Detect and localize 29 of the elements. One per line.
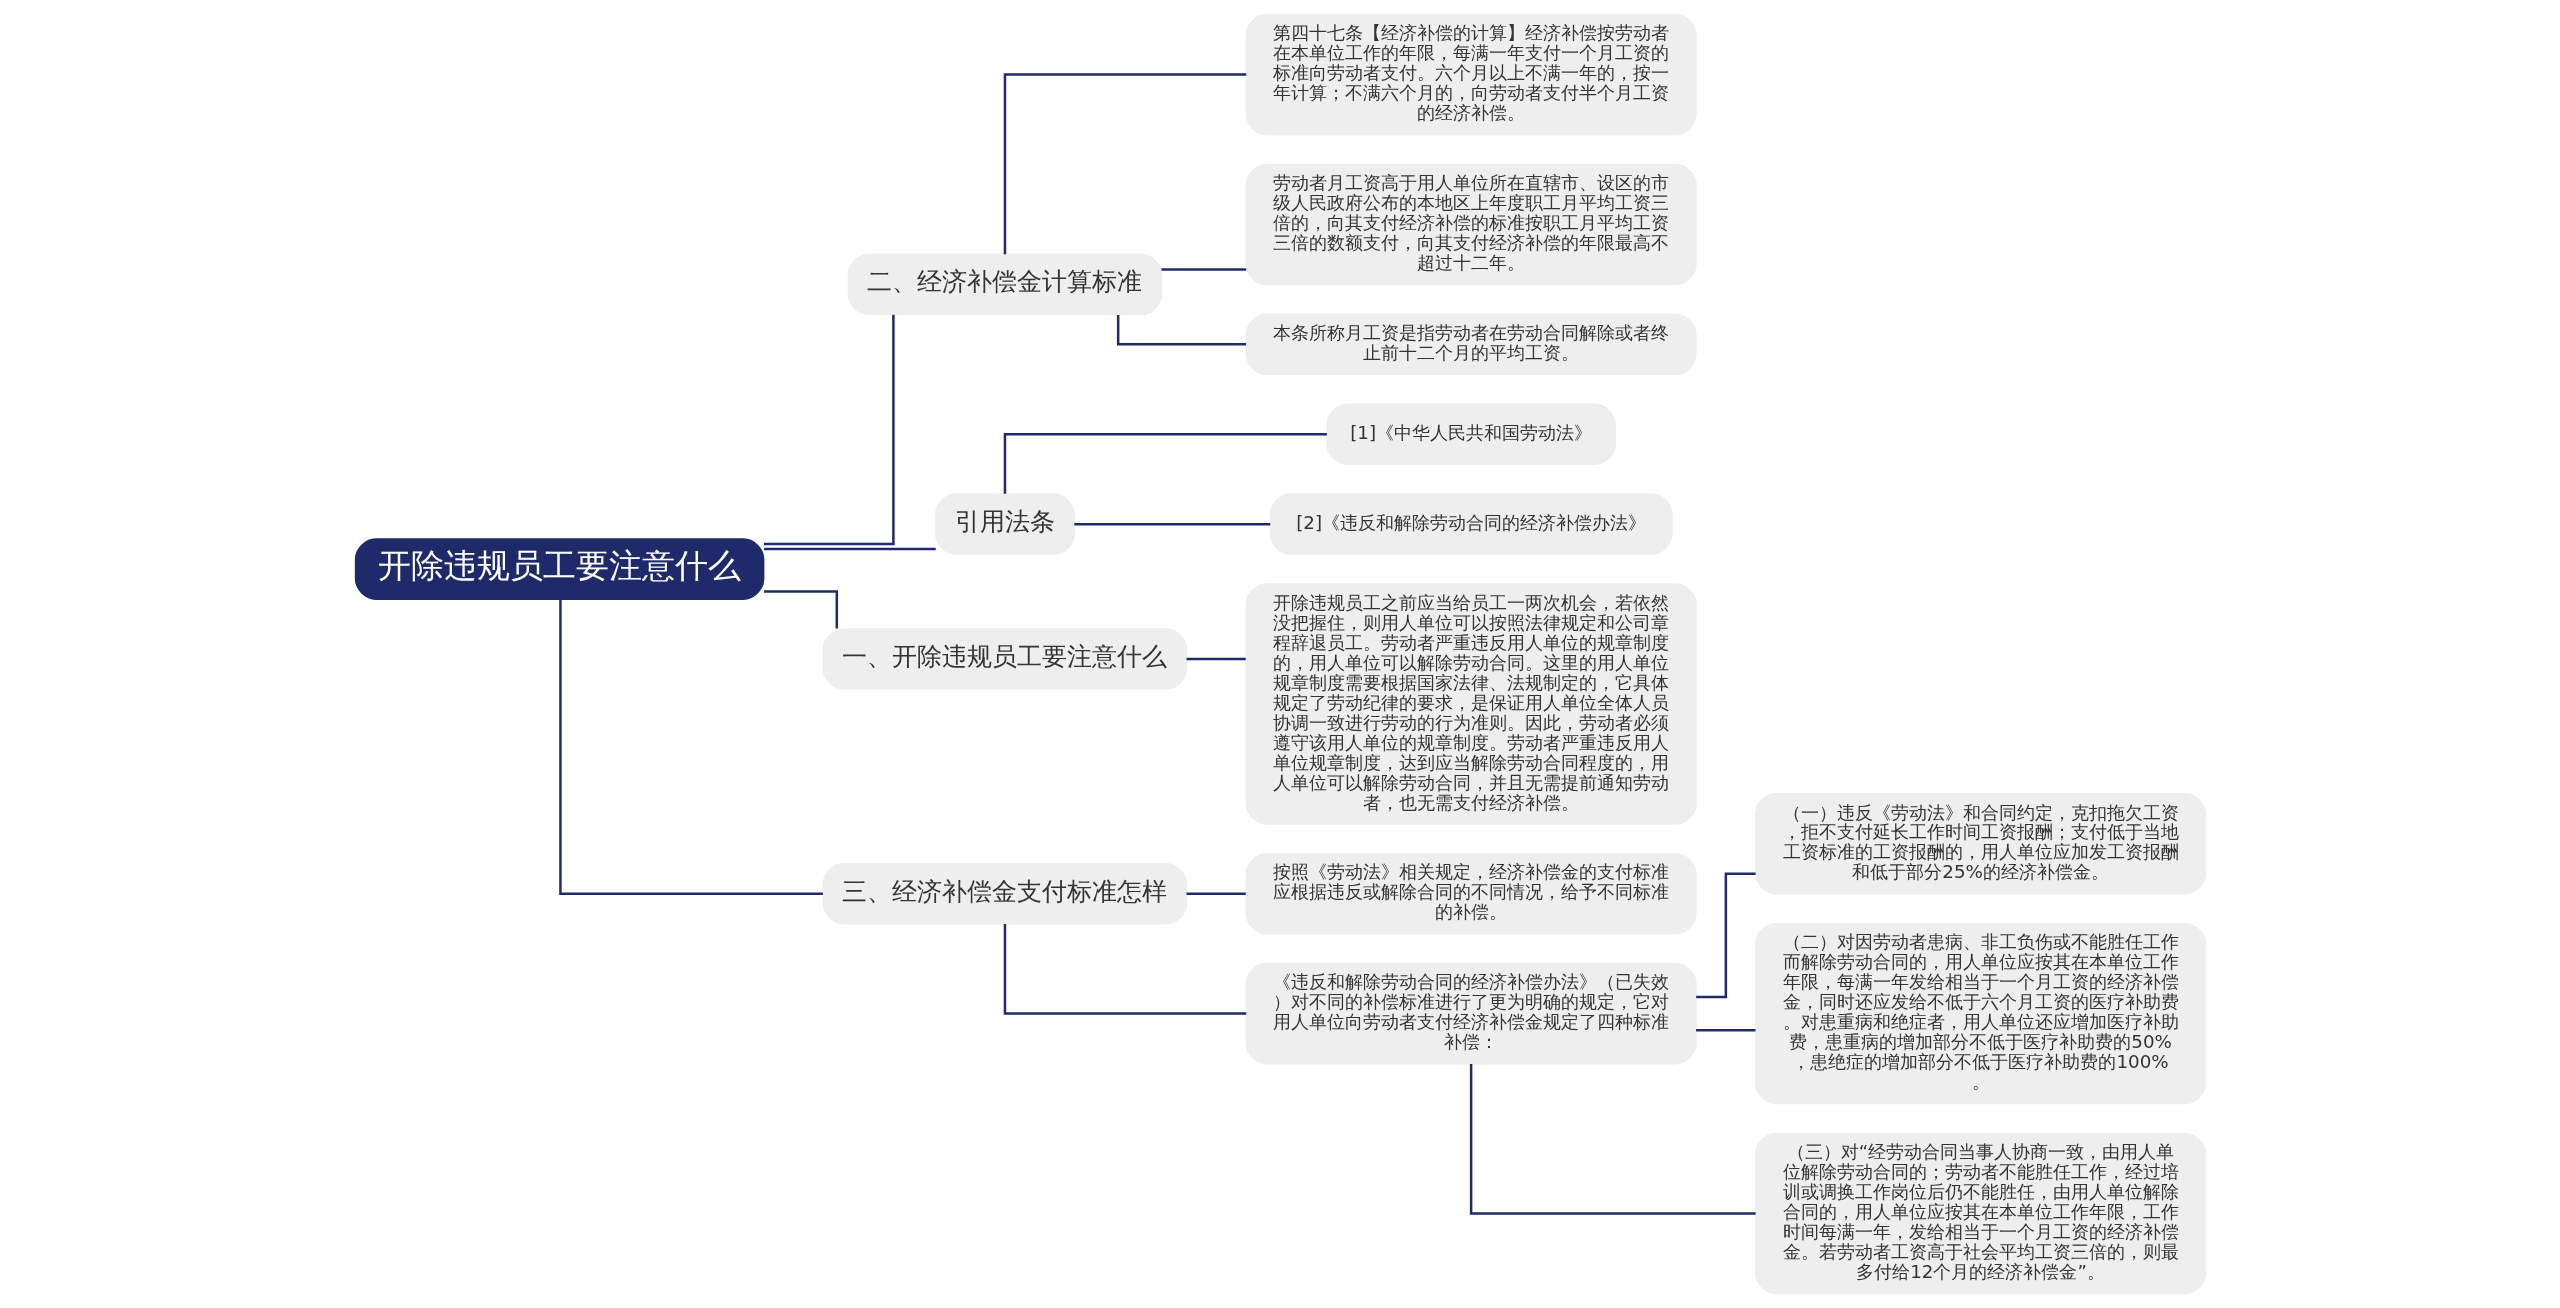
node-box: 一、开除违规员工要注意什么 bbox=[822, 628, 1187, 690]
connector bbox=[763, 547, 936, 551]
node-box: 开除违规员工之前应当给员工一两次机会，若依然没把握住，则用人单位可以按照法律规定和公司章程辞退员工。劳动者严重违反用人单位的规章制度的，用人单位可以解除劳动合同。这里的用人单位规章制度需要根据国家法律、法规制定的，它具体规定了劳动纪律的要求，是保证用人单位全体人员协调一致进行劳动的行为准则。因此，劳动者必须遵守该用人单位的规章制度。劳动者严重违反用人单位规章制度，达到应当解除劳动合同程度的，用人单位可以解除劳动合同，并且无需提前通知劳动者，也无需支付经济补偿。 bbox=[1245, 583, 1697, 825]
node-box: [1]《中华人民共和国劳动法》 bbox=[1325, 403, 1616, 466]
connector bbox=[1073, 522, 1270, 526]
connector bbox=[763, 314, 895, 546]
node-box: 引用法条 bbox=[934, 493, 1075, 555]
node-box: 劳动者月工资高于用人单位所在直辖市、设区的市级人民政府公布的本地区上年度职工月平均工资三倍的，向其支付经济补偿的标准按职工月平均工资三倍的数额支付，向其支付经济补偿的年限最高不超过十二年。 bbox=[1245, 163, 1697, 286]
connector bbox=[1186, 657, 1246, 661]
node-box: 三、经济补偿金支付标准怎样 bbox=[822, 862, 1187, 925]
connector bbox=[558, 599, 823, 895]
node-box: （三）对“经劳动合同当事人协商一致，由用人单位解除劳动合同的；劳动者不能胜任工作，经过培训或调换工作岗位后仍不能胜任，由用人单位解除合同的，用人单位应按其在本单位工作年限，工作时间每满一年，发给相当于一个月工资的经济补偿金。若劳动者工资高于社会平均工资三倍的，则最多付给12个月的经济补偿金”。 bbox=[1754, 1132, 2206, 1295]
connector bbox=[1186, 892, 1246, 895]
connector bbox=[763, 590, 838, 629]
connector bbox=[1161, 268, 1246, 271]
connector bbox=[1695, 1029, 1755, 1032]
node-box: 本条所称月工资是指劳动者在劳动合同解除或者终止前十二个月的平均工资。 bbox=[1245, 313, 1697, 376]
node-box: 按照《劳动法》相关规定，经济补偿金的支付标准应根据违反或解除合同的不同情况，给予不同标准的补偿。 bbox=[1245, 852, 1697, 935]
node-box: （二）对因劳动者患病、非工负伤或不能胜任工作而解除劳动合同的，用人单位应按其在本单位工作年限，每满一年发给相当于一个月工资的经济补偿金，同时还应发给不低于六个月工资的医疗补助费。对患重病和绝症者，用人单位还应增加医疗补助费，患重病的增加部分不低于医疗补助费的50%，患绝症的增加部分不低于医疗补助费的100%。 bbox=[1754, 922, 2206, 1105]
connector bbox=[1003, 433, 1327, 494]
node-box: 二、经济补偿金计算标准 bbox=[847, 253, 1162, 316]
connector bbox=[1003, 924, 1246, 1015]
connector bbox=[1003, 73, 1246, 255]
node-box: 开除违规员工要注意什么 bbox=[354, 538, 764, 600]
node-box: （一）违反《劳动法》和合同约定，克扣拖欠工资，拒不支付延长工作时间工资报酬；支付低于当地工资标准的工资报酬的，用人单位应加发工资报酬和低于部分25%的经济补偿金。 bbox=[1754, 793, 2206, 895]
connector bbox=[1469, 1064, 1756, 1215]
node-box: 《违反和解除劳动合同的经济补偿办法》（已失效）对不同的补偿标准进行了更为明确的规定，它对用人单位向劳动者支付经济补偿金规定了四种标准补偿： bbox=[1245, 962, 1697, 1065]
node-box: 第四十七条【经济补偿的计算】经济补偿按劳动者在本单位工作的年限，每满一年支付一个月工资的标准向劳动者支付。六个月以上不满一年的，按一年计算；不满六个月的，向劳动者支付半个月工资的经济补偿。 bbox=[1245, 13, 1697, 136]
node-box: [2]《违反和解除劳动合同的经济补偿办法》 bbox=[1269, 493, 1673, 555]
